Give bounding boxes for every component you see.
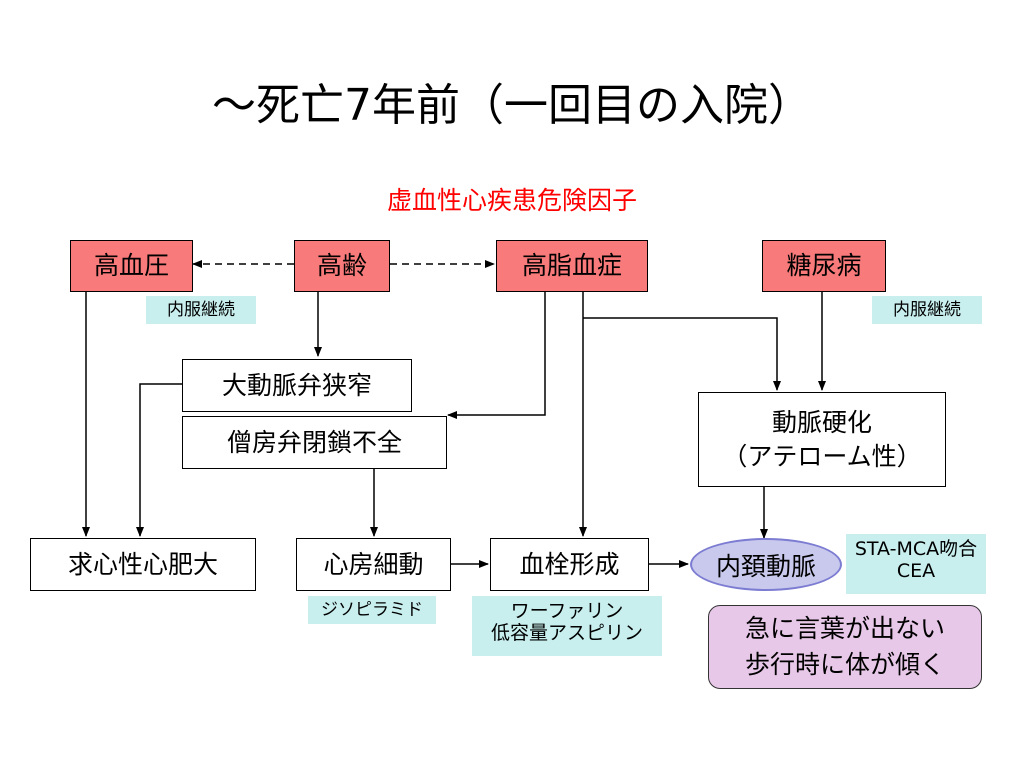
condition-afib: 心房細動 <box>296 538 451 591</box>
risk-aging-label: 高齢 <box>316 251 367 280</box>
condition-lvh: 求心性心肥大 <box>30 538 256 591</box>
note-surgery: STA-MCA吻合 CEA <box>846 534 986 594</box>
arrow-hyperlipidemia-to-mitral <box>447 290 546 419</box>
diagram-subtitle: 虚血性心疾患危険因子 <box>386 186 637 215</box>
note-anticoagulant-line2: 低容量アスピリン <box>490 622 643 644</box>
condition-arteriosclerosis-line2: （アテローム性） <box>722 441 922 471</box>
note-anticoagulant-line1: ワーファリン <box>510 600 624 622</box>
symptom-line2: 歩行時に体が傾く <box>744 650 945 679</box>
note-dm-medication: 内服継続 <box>872 296 982 324</box>
note-antiarrhythmic: ジソピラミド <box>308 596 436 624</box>
condition-carotid-label: 内頚動脈 <box>715 551 816 581</box>
condition-afib-label: 心房細動 <box>323 549 424 579</box>
risk-hypertension-label: 高血圧 <box>93 251 169 280</box>
risk-hypertension: 高血圧 <box>70 240 193 292</box>
slide-title: ～死亡7年前（一回目の入院） <box>212 80 812 131</box>
note-anticoagulant: ワーファリン 低容量アスピリン <box>472 596 662 656</box>
arrow-hyperlipidemia-to-arteriosclerosis <box>583 317 781 391</box>
condition-arteriosclerosis: 動脈硬化 （アテローム性） <box>698 392 946 487</box>
risk-hyperlipidemia-label: 高脂血症 <box>521 251 622 280</box>
symptom-line1: 急に言葉が出ない <box>744 614 945 643</box>
condition-mitral-insufficiency: 僧房弁閉鎖不全 <box>182 416 447 469</box>
condition-lvh-label: 求心性心肥大 <box>67 549 218 579</box>
condition-aortic-stenosis: 大動脈弁狭窄 <box>182 359 412 412</box>
condition-aortic-stenosis-label: 大動脈弁狭窄 <box>221 370 372 400</box>
condition-arteriosclerosis-line1: 動脈硬化 <box>771 407 872 437</box>
note-bp-medication: 内服継続 <box>146 296 256 324</box>
condition-carotid: 内頚動脈 <box>690 538 842 591</box>
note-surgery-line2: CEA <box>896 560 936 582</box>
symptoms-box: 急に言葉が出ない 歩行時に体が傾く <box>708 605 982 689</box>
risk-hyperlipidemia: 高脂血症 <box>496 240 648 292</box>
risk-diabetes: 糖尿病 <box>762 240 886 292</box>
condition-thrombus: 血栓形成 <box>490 538 649 591</box>
arrow-aortic-stenosis-to-lvh <box>136 383 182 537</box>
condition-thrombus-label: 血栓形成 <box>519 549 620 579</box>
condition-mitral-insufficiency-label: 僧房弁閉鎖不全 <box>226 427 402 457</box>
risk-aging: 高齢 <box>294 240 390 292</box>
risk-diabetes-label: 糖尿病 <box>786 251 862 280</box>
note-surgery-line1: STA-MCA吻合 <box>854 538 978 560</box>
